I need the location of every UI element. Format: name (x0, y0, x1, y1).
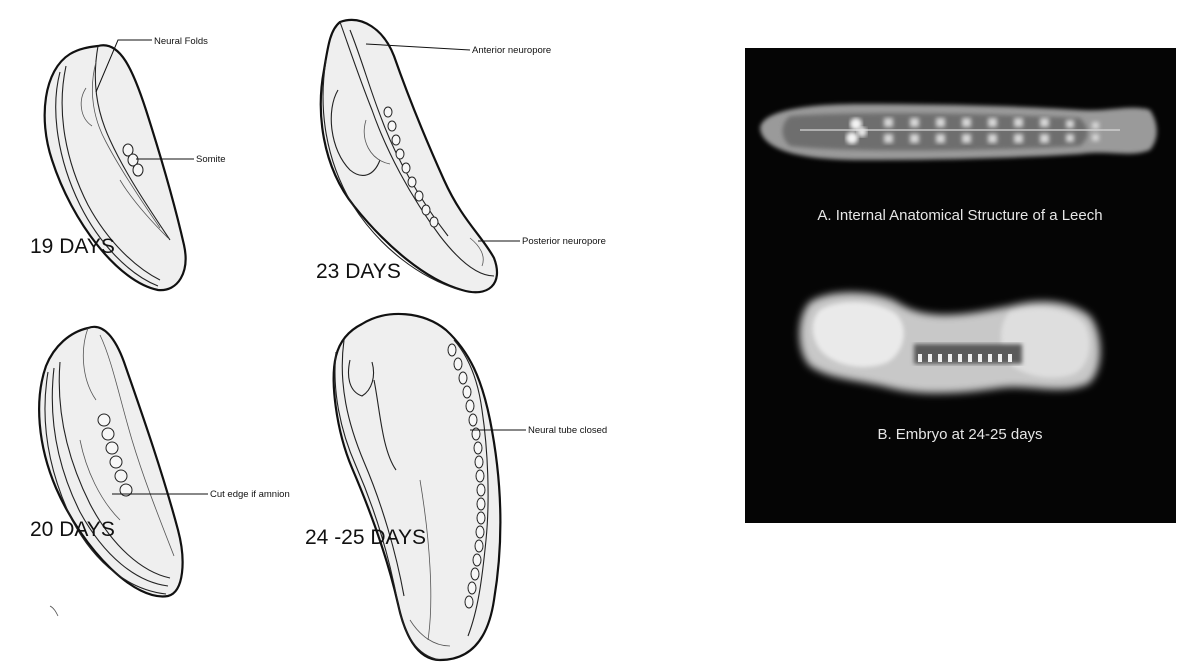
embryo-24-25-days (334, 314, 501, 660)
stray-mark (50, 606, 58, 616)
embryo-23-days (321, 20, 497, 292)
caption-embryo: B. Embryo at 24-25 days (877, 426, 1042, 443)
callout-anterior-neuropore: Anterior neuropore (472, 45, 551, 56)
caption-leech: A. Internal Anatomical Structure of a Le… (817, 207, 1102, 224)
comparison-photo-panel: A. Internal Anatomical Structure of a Le… (745, 48, 1176, 523)
callout-somite: Somite (196, 154, 226, 165)
stage-label-19-days: 19 DAYS (30, 235, 115, 258)
callout-posterior-neuropore: Posterior neuropore (522, 236, 606, 247)
stage-label-24-25-days: 24 -25 DAYS (305, 526, 426, 549)
callout-cut-edge: Cut edge if amnion (210, 489, 290, 500)
stage-label-20-days: 20 DAYS (30, 518, 115, 541)
callout-neural-folds: Neural Folds (154, 36, 208, 47)
embryo-20-days (39, 327, 182, 597)
leech-image (760, 104, 1157, 160)
stage-label-23-days: 23 DAYS (316, 260, 401, 283)
callout-neural-tube-closed: Neural tube closed (528, 425, 607, 436)
